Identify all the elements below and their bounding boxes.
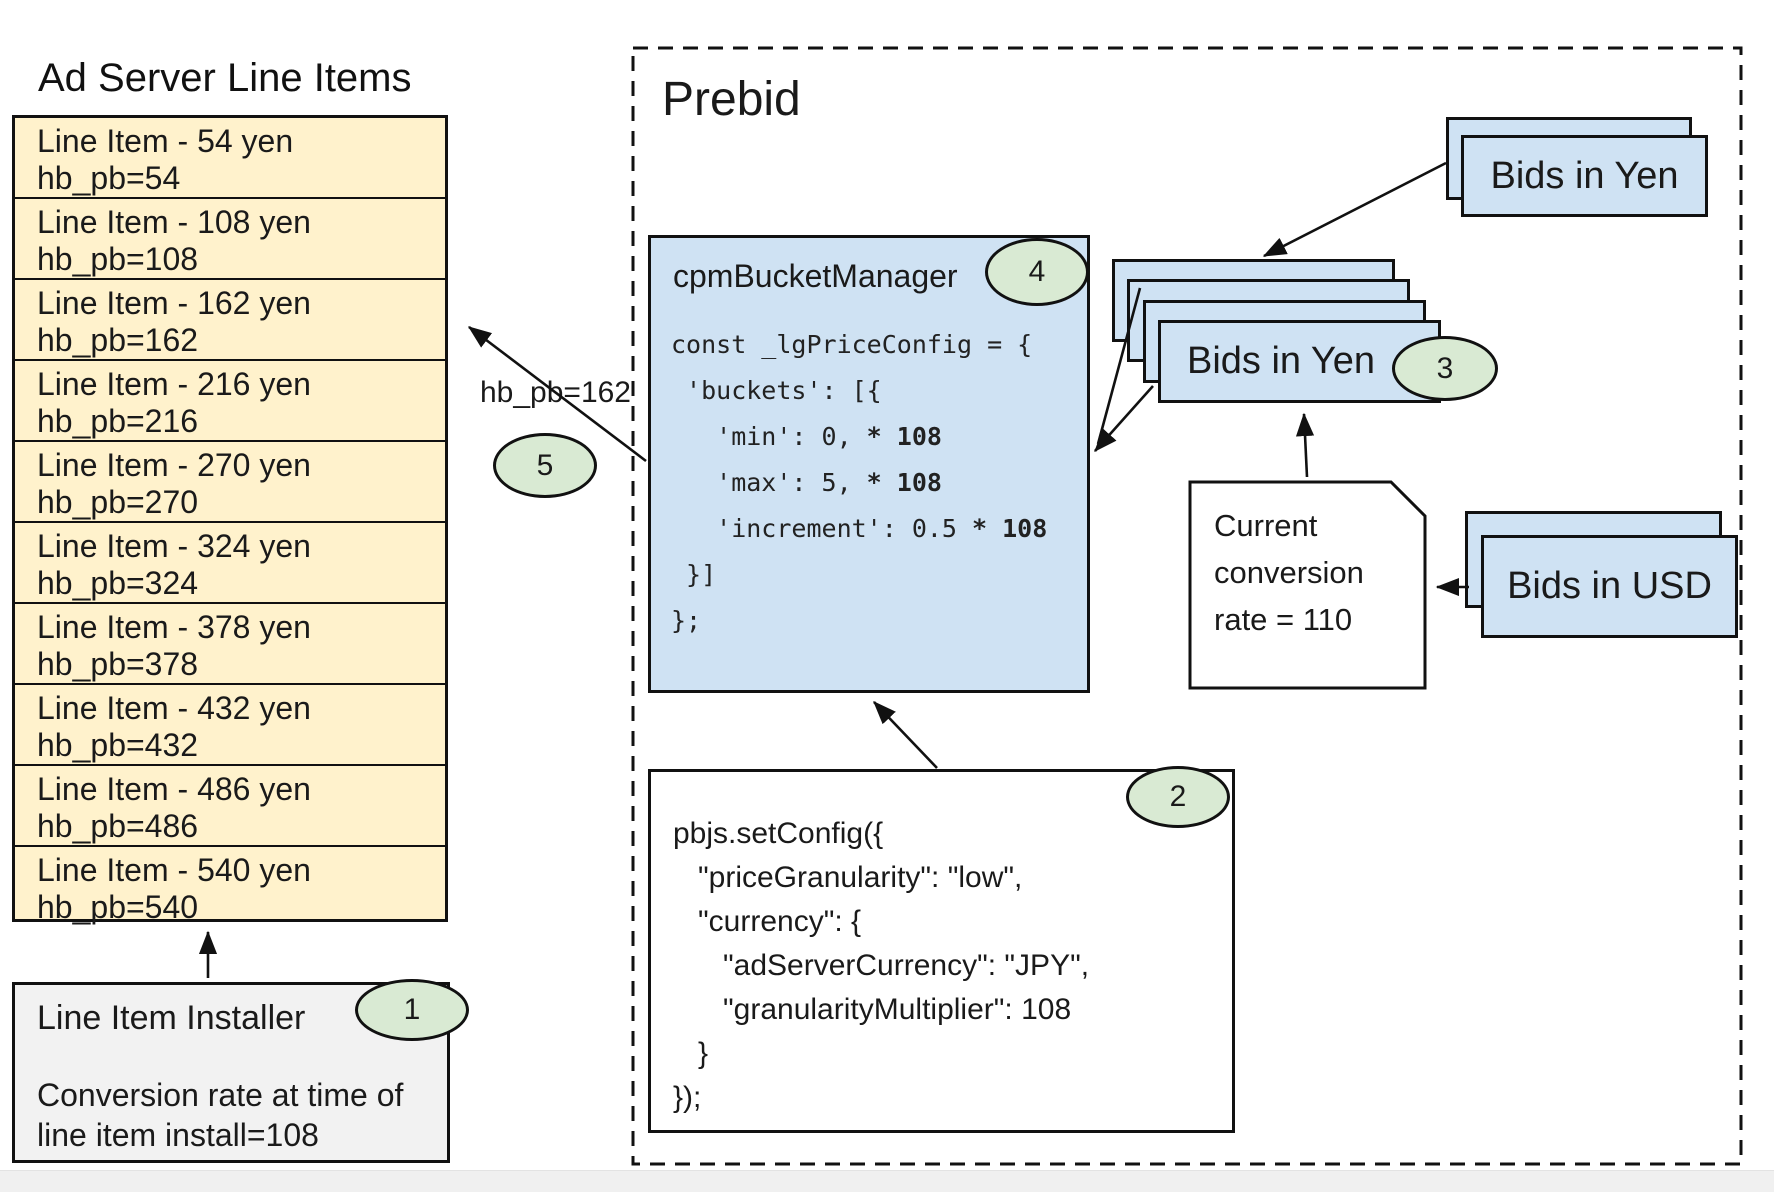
set-config-code: pbjs.setConfig({ "priceGranularity": "lo… [673,817,1090,1114]
line-item-name: Line Item - 324 yen [37,528,311,564]
bucket-code-line: 'increment': 0.5 * 108 [671,514,1048,543]
bucket-code-line: 'buckets': [{ [671,376,882,405]
bucket-code-line: 'max': 5, * 108 [671,468,942,497]
line-item-key: hb_pb=324 [37,565,199,601]
line-item-key: hb_pb=162 [37,322,199,358]
arrow-config-to-bucket [873,701,938,769]
arrow-stack-to-bucket-b [1094,385,1154,452]
line-item-name: Line Item - 378 yen [37,609,311,645]
bids-in-usd-card: Bids in USD [1481,535,1738,638]
installer-note-line1: Conversion rate at time of [37,1077,404,1113]
step-badge-2: 2 [1126,766,1230,828]
line-item-name: Line Item - 432 yen [37,690,311,726]
conversion-rate-text: Current conversion rate = 110 [1214,508,1364,637]
line-item-name: Line Item - 540 yen [37,852,311,888]
line-item-key: hb_pb=540 [37,889,199,925]
line-item-key: hb_pb=108 [37,241,199,277]
hb-pb-arrow-label: hb_pb=162 [480,376,631,409]
bucket-code-line: const _lgPriceConfig = { [671,330,1033,359]
line-item-name: Line Item - 486 yen [37,771,311,807]
line-item-key: hb_pb=378 [37,646,199,682]
line-item-key: hb_pb=216 [37,403,199,439]
ad-server-title: Ad Server Line Items [38,56,412,100]
line-item-name: Line Item - 216 yen [37,366,311,402]
step-badge-1: 1 [355,979,469,1041]
line-item-key: hb_pb=54 [37,160,181,196]
line-item-name: Line Item - 270 yen [37,447,311,483]
line-item-name: Line Item - 54 yen [37,123,294,159]
bids-in-yen-top-card: Bids in Yen [1461,135,1708,217]
bottom-scroll-strip [0,1170,1774,1192]
installer-note-line2: line item install=108 [37,1117,319,1153]
line-item-name: Line Item - 162 yen [37,285,311,321]
bucket-code-line: 'min': 0, * 108 [671,422,942,451]
step-badge-3: 3 [1392,336,1498,401]
step-badge-5: 5 [493,433,597,498]
set-config-box: pbjs.setConfig({ "priceGranularity": "lo… [648,769,1235,1133]
prebid-label: Prebid [662,73,801,126]
conversion-rate-note: Current conversion rate = 110 [1188,480,1427,690]
bucket-code-line: }; [671,606,702,635]
step-badge-4: 4 [985,238,1089,306]
arrow-yen-top-to-stack [1262,161,1447,258]
bucket-manager-title: cpmBucketManager [673,258,958,294]
bucket-code-line: }] [671,560,717,589]
line-item-name: Line Item - 108 yen [37,204,311,240]
installer-title: Line Item Installer [37,999,306,1037]
line-item-key: hb_pb=270 [37,484,199,520]
installer-note: Conversion rate at time of line item ins… [37,1075,403,1155]
bucket-code: const _lgPriceConfig = { 'buckets': [{ '… [671,322,1047,644]
arrow-note-to-stack [1295,412,1315,478]
line-item-key: hb_pb=432 [37,727,199,763]
line-item-key: hb_pb=486 [37,808,199,844]
